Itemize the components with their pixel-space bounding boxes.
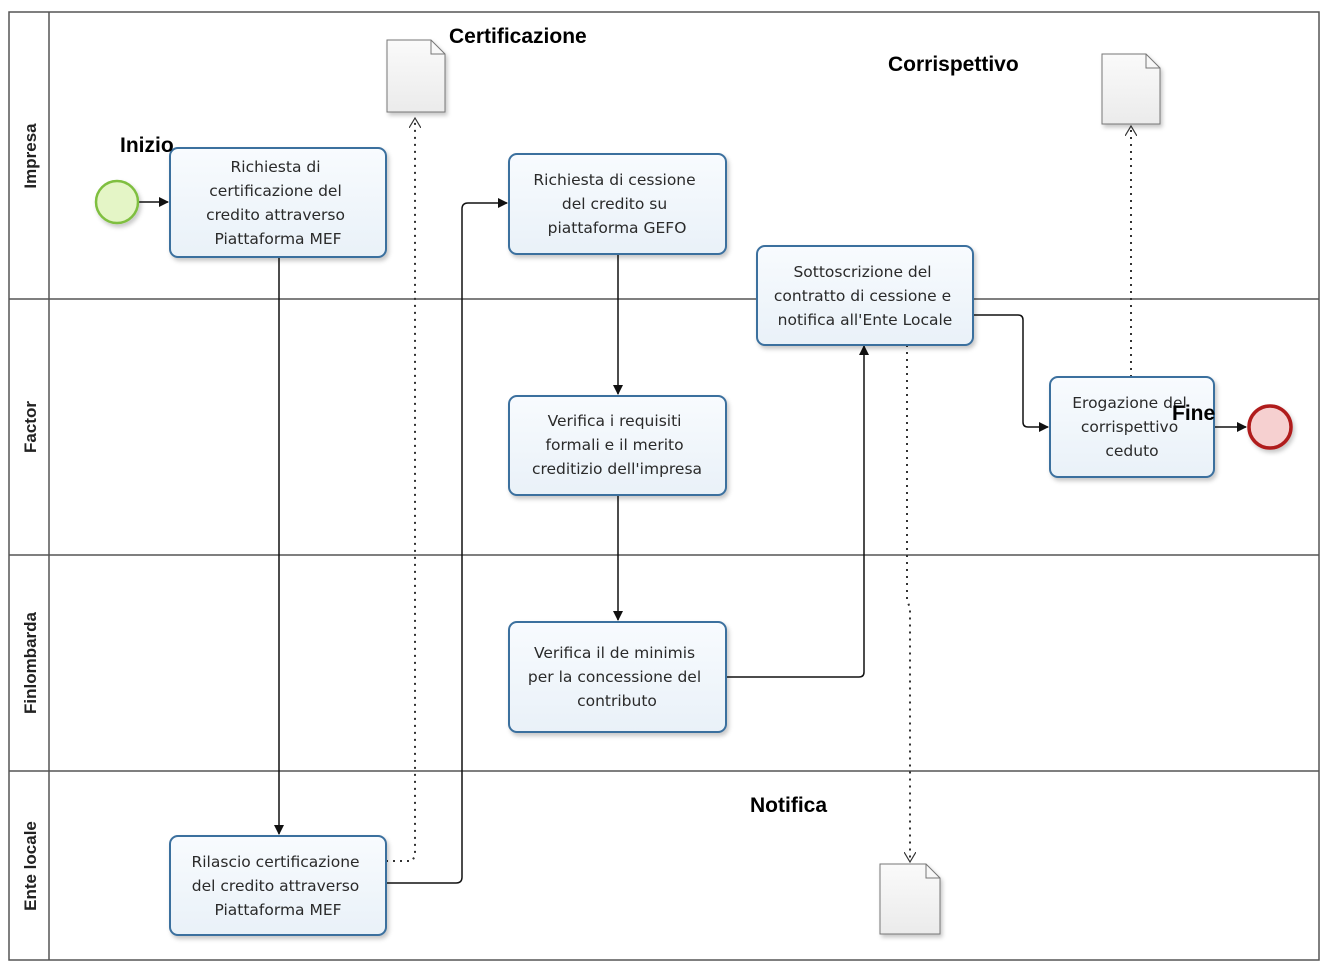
task-text-line: Piattaforma MEF (214, 901, 341, 919)
task-text-line: corrispettivo (1081, 418, 1178, 436)
task-rilascio: Rilascio certificazione del credito attr… (169, 835, 387, 936)
task-richiesta-certificazione: Richiesta di certificazione del credito … (169, 147, 387, 258)
label-notifica: Notifica (750, 794, 827, 817)
data-object-notifica (879, 863, 941, 935)
svg-text:Rilascio certificazione: Rilascio certificazione del credito attr… (191, 853, 364, 919)
svg-text:Verifica i requisiti for: Verifica i requisiti formali e il merito… (532, 412, 702, 478)
flow-sottoscrizione-to-erogazione (973, 314, 1049, 432)
label-certificazione: Certificazione (449, 25, 587, 48)
task-text-line: piattaforma GEFO (548, 219, 687, 237)
task-text-line: Verifica i requisiti (548, 412, 682, 430)
task-text-line: Richiesta di cessione (533, 171, 695, 189)
task-text-line: Piattaforma MEF (214, 230, 341, 248)
flow-rilascio-to-cessione (386, 198, 508, 884)
svg-text:Richiesta di cessione de: Richiesta di cessione del credito su pia… (533, 171, 700, 237)
data-object-corrispettivo (1101, 53, 1161, 125)
task-text-line: formali e il merito (546, 436, 684, 454)
svg-text:Sottoscrizione del contr: Sottoscrizione del contratto di cessione… (774, 263, 956, 329)
flow-minimis-to-sottoscrizione (726, 345, 869, 678)
task-text-line: certificazione del (209, 182, 342, 200)
svg-text:Richiesta di certificazi: Richiesta di certificazione del credito … (206, 158, 350, 248)
task-text-line: Erogazione del (1072, 394, 1187, 412)
label-inizio: Inizio (120, 134, 174, 157)
label-fine: Fine (1172, 402, 1215, 425)
task-text-line: Sottoscrizione del (793, 263, 931, 281)
task-sottoscrizione: Sottoscrizione del contratto di cessione… (756, 245, 974, 346)
svg-text:Erogazione del corrispet: Erogazione del corrispettivo ceduto (1072, 394, 1191, 460)
data-object-certificazione (386, 39, 446, 113)
task-text-line: credito attraverso (206, 206, 345, 224)
label-corrispettivo: Corrispettivo (888, 53, 1019, 76)
task-text-line: Richiesta di (231, 158, 321, 176)
lane-label-finlombarda: Finlombarda (21, 611, 40, 714)
task-text-line: del credito attraverso (192, 877, 360, 895)
lane-label-ente-locale: Ente locale (21, 821, 40, 911)
task-verifica-requisiti: Verifica i requisiti formali e il merito… (508, 395, 727, 496)
svg-text:Verifica il de minimis p: Verifica il de minimis per la concession… (528, 644, 706, 710)
assoc-sottoscrizione-to-notifica (907, 345, 910, 862)
sequence-flows (139, 197, 1247, 884)
task-text-line: contributo (577, 692, 657, 710)
task-text-line: notifica all'Ente Locale (778, 311, 953, 329)
task-verifica-minimis: Verifica il de minimis per la concession… (508, 621, 727, 733)
start-event (94, 179, 140, 225)
data-associations (386, 118, 1131, 862)
task-richiesta-cessione: Richiesta di cessione del credito su pia… (508, 153, 727, 255)
lane-label-impresa: Impresa (21, 123, 40, 189)
lane-label-factor: Factor (21, 401, 40, 453)
task-text-line: del credito su (562, 195, 667, 213)
assoc-rilascio-to-certificazione (386, 118, 415, 862)
task-text-line: Rilascio certificazione (191, 853, 359, 871)
end-event (1247, 404, 1293, 450)
task-text-line: ceduto (1105, 442, 1158, 460)
task-text-line: per la concessione del (528, 668, 701, 686)
task-text-line: creditizio dell'impresa (532, 460, 702, 478)
task-erogazione: Erogazione del corrispettivo ceduto (1049, 376, 1215, 478)
task-text-line: Verifica il de minimis (534, 644, 695, 662)
task-text-line: contratto di cessione e (774, 287, 951, 305)
